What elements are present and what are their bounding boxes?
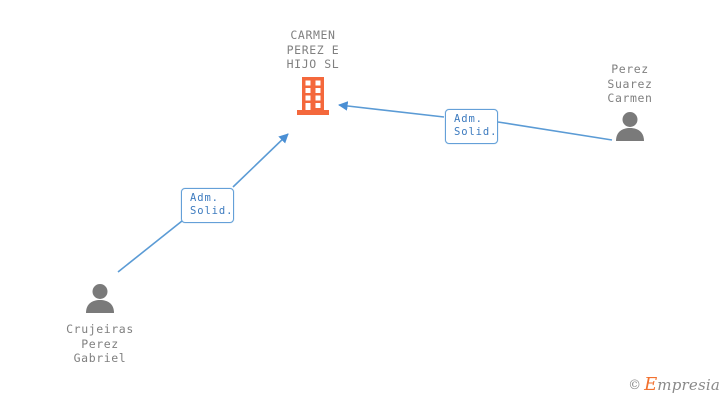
brand-initial: E [644, 374, 658, 395]
edge-label-to-company-right [338, 101, 445, 118]
watermark: © Empresia [628, 374, 720, 395]
person-icon[interactable] [613, 111, 647, 145]
company-node[interactable]: CARMEN PEREZ E HIJO SL [243, 28, 383, 119]
brand-rest: mpresia [657, 376, 720, 394]
copyright-icon: © [628, 377, 642, 393]
relation-label-adm-solid-right[interactable]: Adm. Solid. [445, 109, 498, 144]
brand-wordmark: Empresia [644, 374, 720, 395]
building-icon[interactable] [297, 76, 329, 119]
person-node-perez-suarez-carmen[interactable]: Perez Suarez Carmen [572, 62, 688, 145]
edge-person-left-to-label [117, 220, 183, 273]
person-name-label: Crujeiras Perez Gabriel [66, 322, 134, 365]
person-name-label: Perez Suarez Carmen [607, 62, 653, 105]
person-node-crujeiras-perez-gabriel[interactable]: Crujeiras Perez Gabriel [42, 283, 158, 366]
person-icon[interactable] [83, 283, 117, 317]
company-name-label: CARMEN PEREZ E HIJO SL [286, 28, 340, 71]
edge-label-to-company-left [232, 133, 289, 188]
relation-label-adm-solid-left[interactable]: Adm. Solid. [181, 188, 234, 223]
edge-person-right-to-label [497, 121, 613, 141]
